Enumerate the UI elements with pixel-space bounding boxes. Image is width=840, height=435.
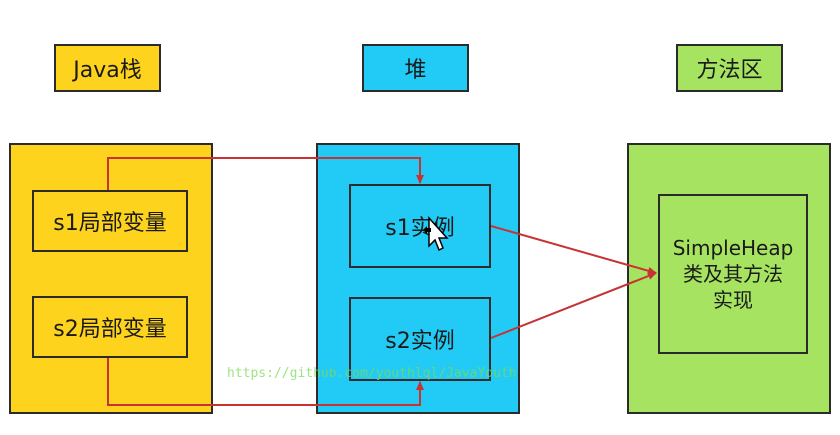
heap-header: 堆 (362, 44, 469, 92)
java-stack-region (9, 143, 213, 414)
simpleheap-class-box: SimpleHeap 类及其方法 实现 (658, 194, 808, 354)
simpleheap-class-text: SimpleHeap 类及其方法 实现 (673, 235, 794, 313)
class-desc-line1: 类及其方法 (683, 262, 783, 286)
s1-local-variable: s1局部变量 (32, 190, 188, 252)
class-name: SimpleHeap (672, 236, 794, 260)
s2-local-variable: s2局部变量 (32, 296, 188, 358)
method-area-region (627, 143, 831, 414)
s1-instance: s1实例 (349, 184, 491, 268)
class-desc-line2: 实现 (713, 288, 753, 312)
mouse-pointer-icon (423, 216, 449, 252)
method-area-header: 方法区 (676, 44, 783, 92)
java-stack-header: Java栈 (54, 44, 161, 92)
watermark-url: https://github.com/youthlql/JavaYouth (227, 366, 517, 381)
